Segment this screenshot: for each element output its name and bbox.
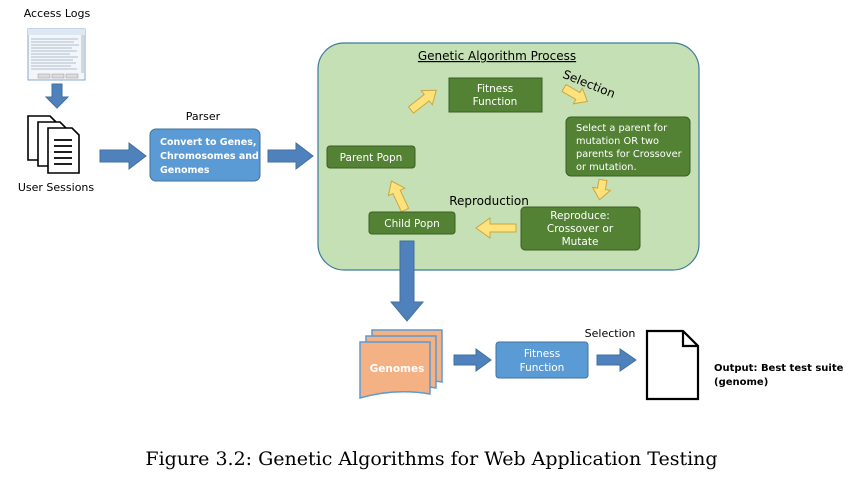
convert-line-1: Convert to Genes,: [160, 137, 257, 148]
arrow-convert-to-ga: [267, 141, 314, 171]
arrow-child-to-genomes: [389, 240, 425, 322]
yellow-arrows: [387, 83, 612, 239]
child-popn-label: Child Popn: [384, 218, 440, 230]
fitness-bottom-line-2: Function: [520, 362, 565, 374]
convert-line-2: Chromosomes and: [160, 151, 259, 162]
arrow-select-to-reproduce: [591, 178, 612, 201]
reproduce-line-2: Crossover or: [547, 223, 614, 235]
arrow-parent-to-fitness: [407, 89, 437, 114]
fitness-top-line-1: Fitness: [477, 83, 513, 95]
select-parent-box: Select a parent for mutation OR two pare…: [565, 116, 691, 177]
reproduction-label: Reproduction: [449, 194, 529, 208]
select-line-4: or mutation.: [576, 162, 637, 173]
fitness-top-line-2: Function: [473, 96, 518, 108]
genomes-stack: Genomes: [359, 329, 443, 399]
fitness-function-box-top: Fitness Function: [448, 77, 543, 113]
convert-line-3: Genomes: [160, 165, 210, 176]
reproduce-line-3: Mutate: [562, 236, 599, 248]
figure-caption: Figure 3.2: Genetic Algorithms for Web A…: [145, 448, 718, 470]
document-stack-icon: [27, 115, 80, 174]
child-popn-box: Child Popn: [368, 211, 456, 235]
convert-box: Convert to Genes, Chromosomes and Genome…: [149, 128, 261, 182]
user-sessions-label: User Sessions: [18, 181, 95, 194]
arrow-reproduce-to-child: [475, 217, 517, 239]
select-line-1: Select a parent for: [576, 123, 668, 134]
fitness-bottom-line-1: Fitness: [524, 348, 560, 360]
output-line-2: (genome): [714, 377, 768, 388]
select-line-3: parents for Crossover: [576, 149, 683, 160]
fitness-function-box-bottom: Fitness Function: [495, 341, 589, 379]
access-logs-label: Access Logs: [24, 7, 91, 20]
selection-bottom-label: Selection: [585, 327, 636, 340]
genomes-label: Genomes: [370, 363, 425, 375]
arrow-child-to-parent: [387, 180, 410, 213]
arrow-fitness-to-select: [561, 83, 589, 105]
ga-process-title: Genetic Algorithm Process: [418, 49, 576, 63]
arrow-fitness-to-output: [596, 348, 637, 372]
parser-label: Parser: [186, 110, 221, 123]
document-icon: [645, 329, 700, 401]
reproduce-line-1: Reproduce:: [550, 210, 610, 222]
output-line-1: Output: Best test suite: [714, 363, 844, 374]
arrow-logs-to-sessions: [44, 83, 70, 109]
parent-popn-label: Parent Popn: [340, 152, 403, 164]
log-screenshot-icon: [27, 28, 86, 81]
arrow-sessions-to-convert: [99, 141, 147, 171]
reproduce-box: Reproduce: Crossover or Mutate: [520, 206, 641, 251]
select-line-2: mutation OR two: [576, 136, 659, 147]
parent-popn-box: Parent Popn: [326, 145, 416, 169]
arrow-genomes-to-fitness: [453, 348, 492, 372]
